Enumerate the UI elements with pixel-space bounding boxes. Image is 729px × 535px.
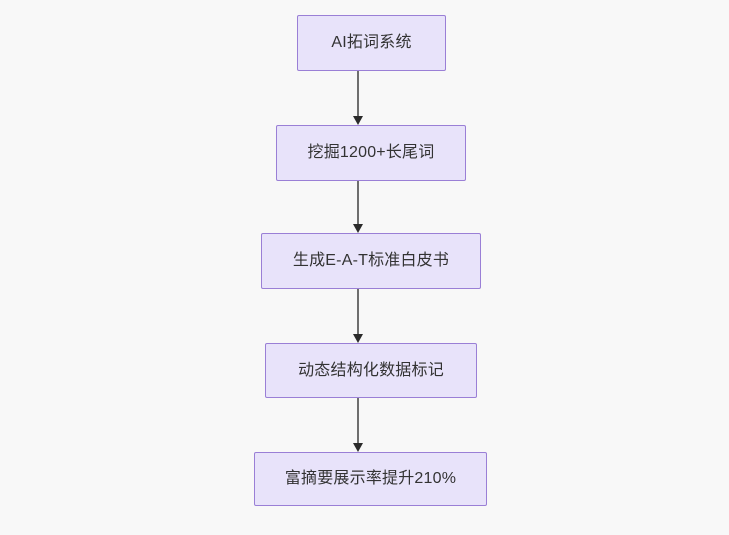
connector-node1-node2 [345,71,371,125]
connector-line [357,289,359,335]
connector-line [357,71,359,117]
flow-node-generate-eat-whitepaper[interactable]: 生成E-A-T标准白皮书 [261,233,481,289]
arrowhead-icon [353,443,363,452]
connector-node4-node5 [345,398,371,452]
flow-node-ai-keyword-system[interactable]: AI拓词系统 [297,15,446,71]
flow-node-mine-longtail-keywords[interactable]: 挖掘1200+长尾词 [276,125,466,181]
flow-node-label: 富摘要展示率提升210% [284,470,457,487]
flow-node-dynamic-structured-data[interactable]: 动态结构化数据标记 [265,343,477,398]
arrowhead-icon [353,224,363,233]
connector-node3-node4 [345,289,371,343]
connector-line [357,398,359,444]
flow-node-label: 动态结构化数据标记 [298,361,444,379]
flow-node-label: 挖掘1200+长尾词 [307,144,435,161]
arrowhead-icon [353,116,363,125]
flow-node-label: AI拓词系统 [331,34,412,51]
connector-line [357,181,359,225]
connector-node2-node3 [345,181,371,233]
flow-node-label: 生成E-A-T标准白皮书 [292,252,450,269]
arrowhead-icon [353,334,363,343]
flow-node-rich-snippet-uplift[interactable]: 富摘要展示率提升210% [254,452,487,506]
